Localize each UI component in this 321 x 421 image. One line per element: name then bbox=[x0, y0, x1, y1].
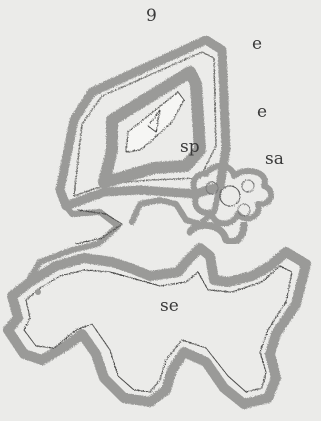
label-sp: sp bbox=[180, 139, 200, 156]
label-e-top: e bbox=[252, 36, 262, 53]
label-e-mid: e bbox=[257, 104, 267, 121]
serosa-membrane bbox=[8, 248, 306, 404]
lower-loop bbox=[190, 224, 244, 242]
label-sa: sa bbox=[265, 151, 284, 168]
embryonic-shield bbox=[60, 40, 226, 206]
figure-number: 9 bbox=[146, 8, 157, 25]
droplet bbox=[35, 289, 41, 295]
label-se: se bbox=[160, 298, 179, 315]
